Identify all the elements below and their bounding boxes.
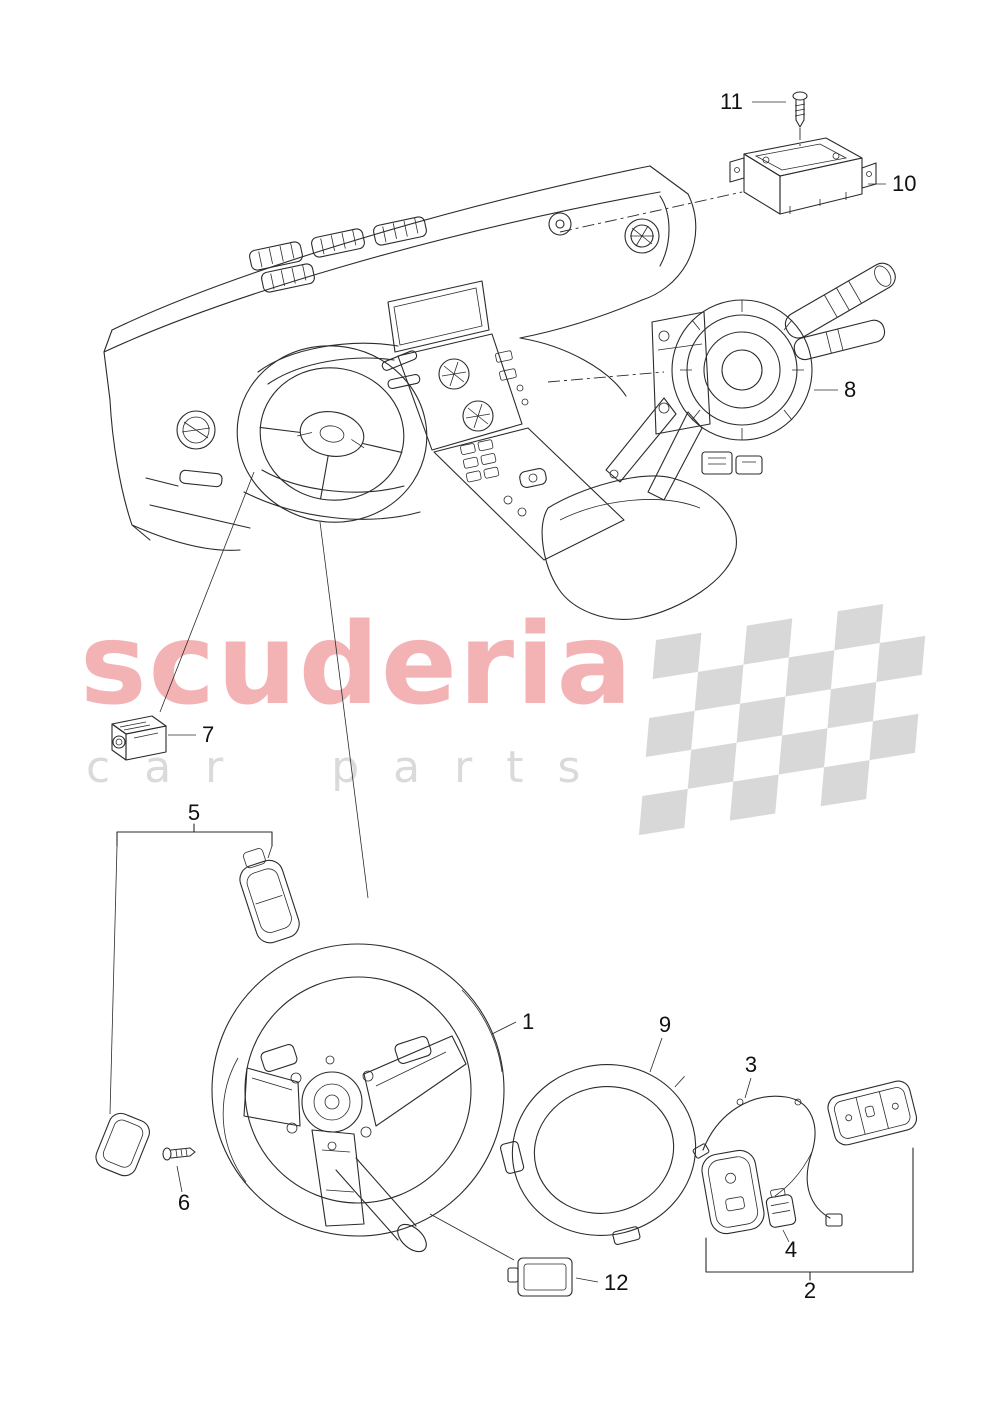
part-11-screw	[792, 91, 808, 128]
part-9-trim-ring	[500, 1064, 697, 1245]
callout-label-8: 8	[844, 377, 856, 402]
callout-label-10: 10	[892, 171, 916, 196]
callout-label-6: 6	[178, 1190, 190, 1215]
part-8-steering-column-switch	[605, 262, 896, 501]
part-3-wiring-set	[692, 1095, 843, 1227]
callout-label-2: 2	[804, 1278, 816, 1303]
watermark-brand-text: scuderia	[80, 600, 635, 730]
part-1-steering-wheel	[211, 943, 505, 1253]
callout-label-4: 4	[785, 1237, 797, 1262]
callout-labels: 1 2 3 4 5 6 7 8 9 10 11 12	[178, 89, 917, 1303]
part-12-module	[507, 1257, 573, 1297]
dashboard-illustration	[103, 165, 737, 620]
callout-label-3: 3	[745, 1052, 757, 1077]
part-2-switch-units	[701, 1080, 918, 1281]
part-7-switch	[111, 715, 167, 761]
callout-label-1: 1	[522, 1009, 534, 1034]
part-6-screw	[162, 1147, 196, 1161]
watermark-subtitle-text: car parts	[86, 742, 615, 793]
callout-label-7: 7	[202, 722, 214, 747]
part-5-paddle-group	[95, 823, 300, 1177]
checkered-flag-graphic	[638, 604, 926, 836]
callout-leader-lines	[168, 101, 886, 1283]
paddle-upper	[239, 848, 300, 944]
callout-label-11: 11	[720, 89, 743, 114]
callout-label-5: 5	[188, 800, 200, 825]
paddle-lower	[95, 1112, 150, 1177]
switch-unit-left	[701, 1149, 765, 1235]
part-4-connector	[765, 1188, 797, 1228]
callout-label-9: 9	[659, 1012, 671, 1037]
callout-label-12: 12	[604, 1270, 628, 1295]
switch-unit-right	[827, 1080, 918, 1146]
part-10-control-unit	[729, 137, 877, 215]
construction-lines	[159, 128, 801, 1261]
